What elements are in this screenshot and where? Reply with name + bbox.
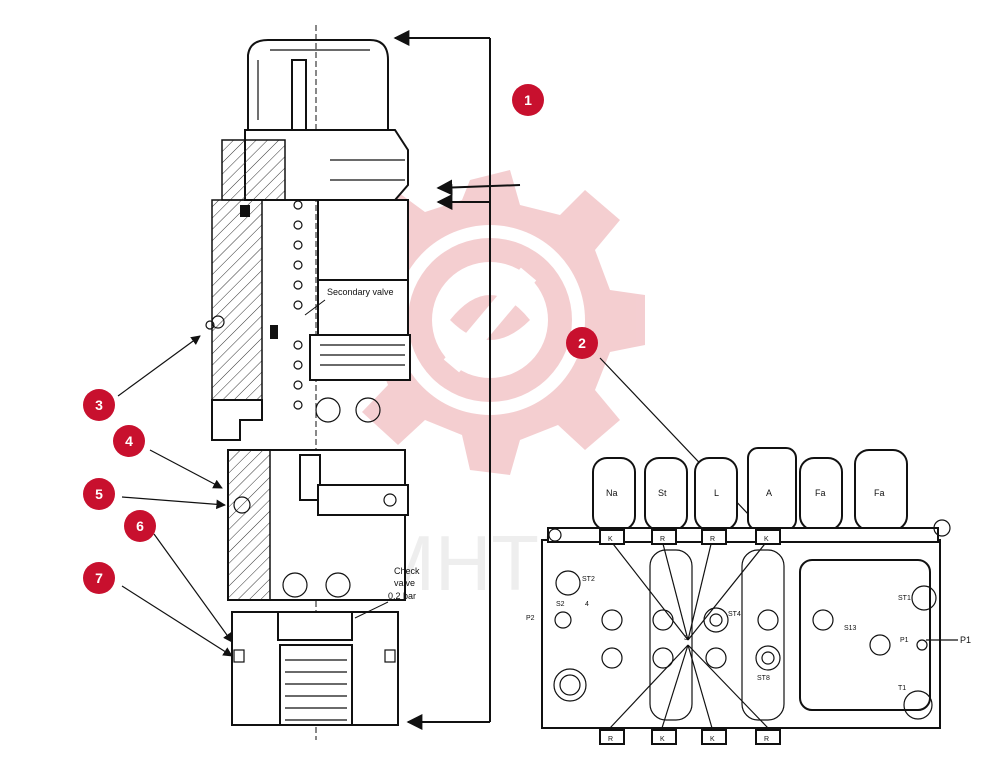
callout-6: 6	[124, 510, 156, 542]
callout-5-text: 5	[95, 486, 103, 502]
port-id-p1-inner: P1	[900, 637, 909, 644]
port-id-p1-outer: P1	[960, 635, 971, 645]
callout-3-circle	[83, 389, 115, 421]
port-id-st4: ST4	[728, 611, 741, 618]
port-id-st1: ST1	[898, 595, 911, 602]
callout-3: 3	[83, 389, 115, 421]
callout-3-text: 3	[95, 397, 103, 413]
callout-2-circle	[566, 327, 598, 359]
callout-4: 4	[113, 425, 145, 457]
port-letter-bottom-3: K	[710, 736, 715, 743]
callout-1-circle	[512, 84, 544, 116]
port-id-p2: P2	[526, 615, 535, 622]
port-id-st8: ST8	[757, 675, 770, 682]
callout-4-circle	[113, 425, 145, 457]
callout-6-circle	[124, 510, 156, 542]
check-valve-label-line3: 0.2 bar	[388, 591, 416, 601]
port-id-t1: T1	[898, 685, 906, 692]
callout-1-text: 1	[524, 92, 532, 108]
callout-6-text: 6	[136, 518, 144, 534]
port-letter-top-4: K	[764, 536, 769, 543]
port-id-s2: S2	[556, 601, 565, 608]
callout-arrows	[117, 335, 769, 657]
callout-7: 7	[83, 562, 115, 594]
port-id-num3: 3	[684, 635, 688, 642]
port-letter-top-2: R	[660, 536, 665, 543]
check-valve-label-line1: Check	[394, 566, 420, 576]
callout-2: 2	[566, 327, 598, 359]
port-letter-bottom-4: R	[764, 736, 769, 743]
callout-1: 1	[512, 84, 544, 116]
port-id-st2: ST2	[582, 576, 595, 583]
secondary-valve-label: Secondary valve	[327, 287, 394, 297]
port-id-num4: 4	[585, 601, 589, 608]
flow-path-lines	[393, 30, 521, 730]
block-label-fa-1: Fa	[815, 488, 826, 498]
port-letter-top-3: R	[710, 536, 715, 543]
control-valve-block	[541, 447, 958, 745]
block-label-fa-2: Fa	[874, 488, 885, 498]
block-label-a: A	[766, 488, 772, 498]
callout-5-circle	[83, 478, 115, 510]
block-label-l: L	[714, 488, 719, 498]
port-id-s13: S13	[844, 625, 857, 632]
callout-7-text: 7	[95, 570, 103, 586]
port-letter-bottom-1: R	[608, 736, 613, 743]
callout-2-text: 2	[578, 335, 586, 351]
valve-cross-section	[205, 25, 411, 740]
block-label-st: St	[658, 488, 667, 498]
callout-5: 5	[83, 478, 115, 510]
callout-4-text: 4	[125, 433, 133, 449]
check-valve-label-line2: valve	[394, 578, 415, 588]
port-letter-bottom-2: K	[660, 736, 665, 743]
port-letter-top-1: K	[608, 536, 613, 543]
callout-7-circle	[83, 562, 115, 594]
block-label-na: Na	[606, 488, 618, 498]
